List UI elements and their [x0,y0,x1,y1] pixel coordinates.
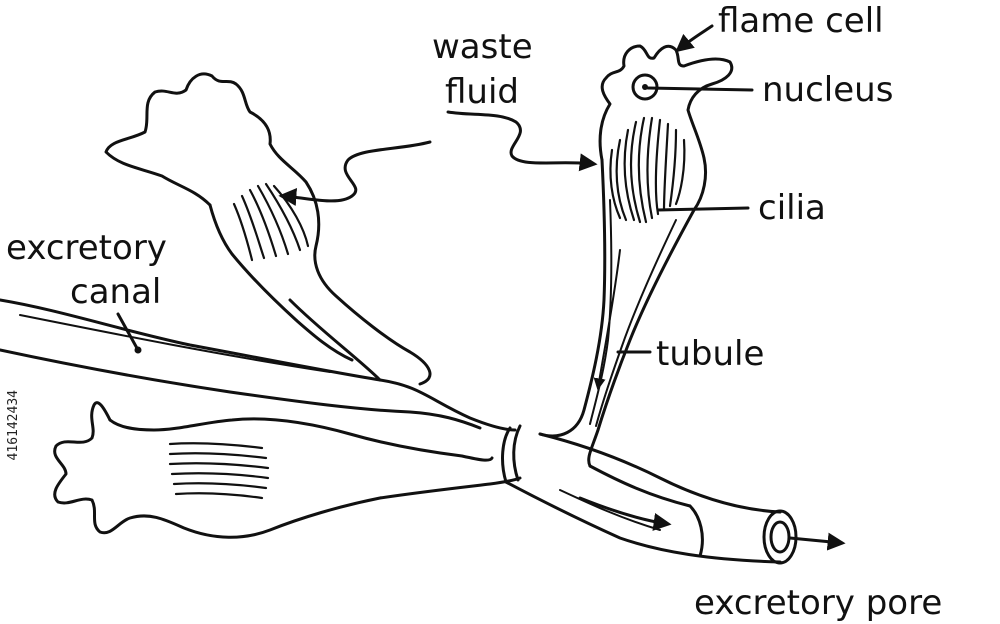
label-flame-cell: flame cell [718,1,884,41]
label-cilia: cilia [758,188,826,228]
label-nucleus: nucleus [762,70,893,110]
waste-flow-arrow-right [446,110,598,172]
label-canal: canal [70,272,161,312]
pointer-nucleus [646,86,754,92]
pore-flow-arrow [578,496,672,531]
label-excretory-pore: excretory pore [694,583,942,623]
cilia-bundle [609,116,686,224]
pointer-canal [116,312,140,352]
tubule-flow-arrow [593,249,621,391]
right-flame-cell [598,44,734,224]
excretory-canal [0,298,517,432]
tubule [501,158,782,564]
upper-left-flame-cell [104,72,432,386]
waste-flow-arrow-left [278,140,432,207]
label-waste: waste [432,27,533,67]
watermark-id: 416142434 [6,390,21,461]
pore-exit-arrow [788,532,846,551]
label-fluid: fluid [445,72,519,112]
pointer-cilia [656,206,750,212]
lower-left-flame-cell [53,401,522,539]
label-excretory: excretory [6,228,167,268]
label-tubule: tubule [656,334,764,374]
pointer-flame-cell [675,24,714,53]
